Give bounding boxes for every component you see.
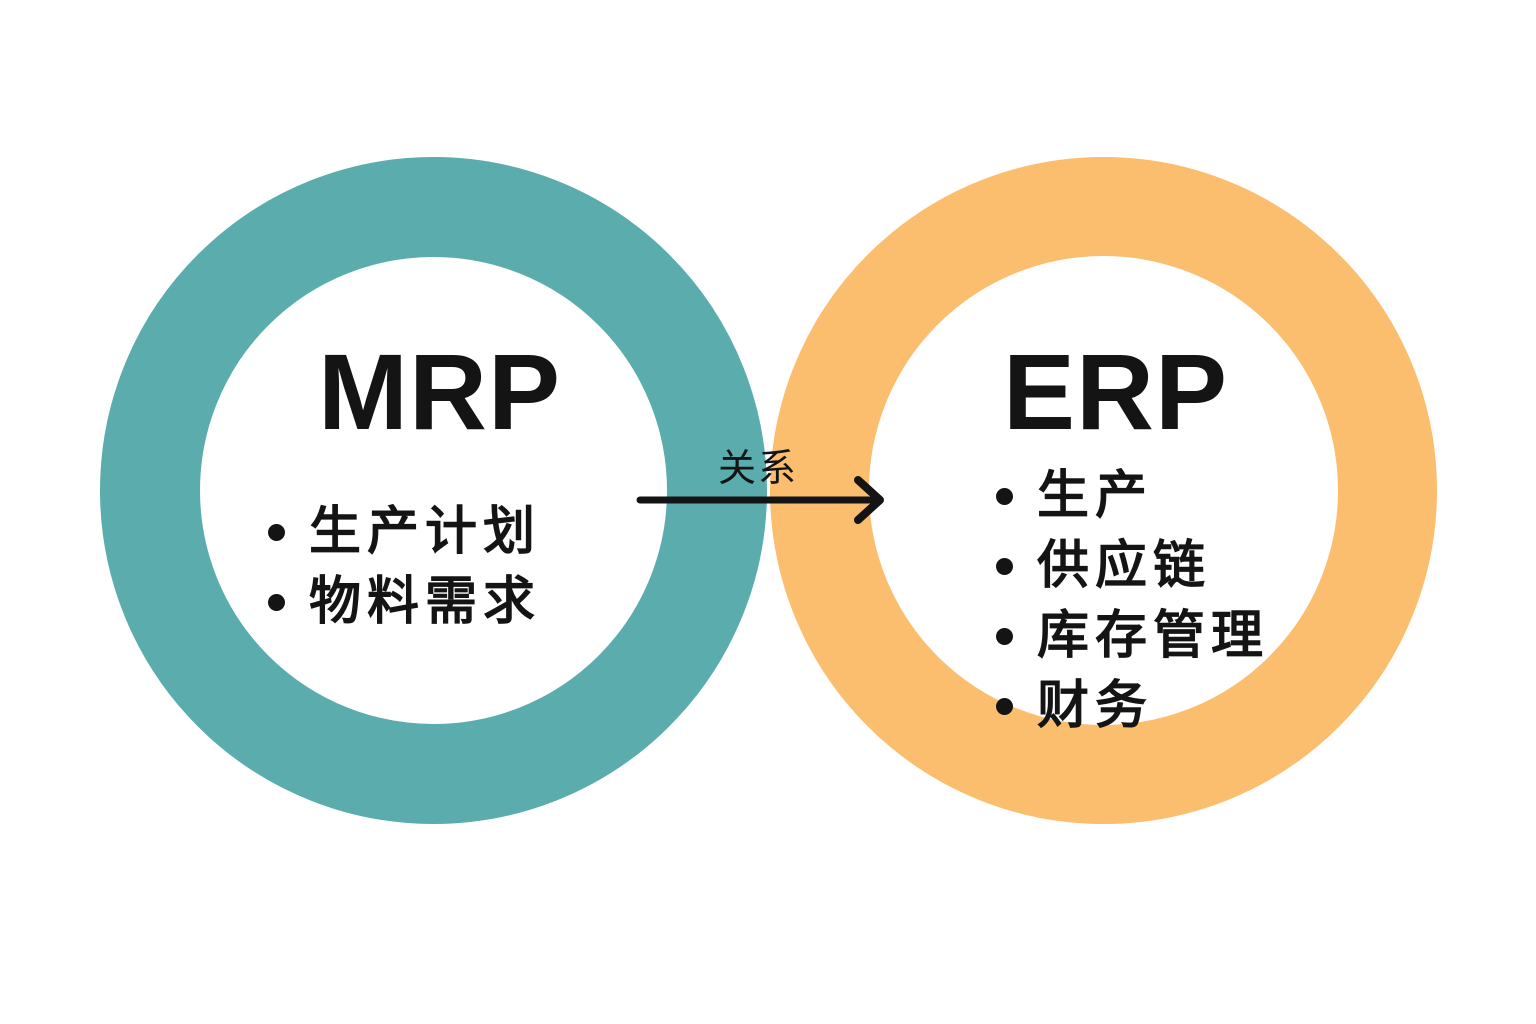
- relationship-label: 关系: [718, 446, 799, 490]
- mrp-feature-item: 物料需求: [268, 575, 541, 629]
- bullet-icon: [996, 557, 1013, 575]
- erp-feature-item: 生产: [996, 468, 1269, 524]
- bullet-icon: [996, 627, 1013, 645]
- mrp-title: MRP: [318, 331, 561, 452]
- erp-feature-item: 供应链: [996, 538, 1269, 594]
- arrow-head: [854, 476, 884, 524]
- bullet-icon: [996, 697, 1013, 715]
- bullet-icon: [996, 487, 1013, 505]
- mrp-feature-list: 生产计划 物料需求: [268, 505, 541, 645]
- erp-feature-item: 财务: [996, 678, 1269, 734]
- mrp-feature-item: 生产计划: [268, 505, 541, 559]
- bullet-icon: [268, 593, 285, 611]
- erp-title: ERP: [1003, 331, 1229, 452]
- bullet-icon: [268, 523, 285, 541]
- erp-feature-item: 库存管理: [996, 608, 1269, 664]
- erp-feature-list: 生产 供应链 库存管理 财务: [996, 468, 1269, 748]
